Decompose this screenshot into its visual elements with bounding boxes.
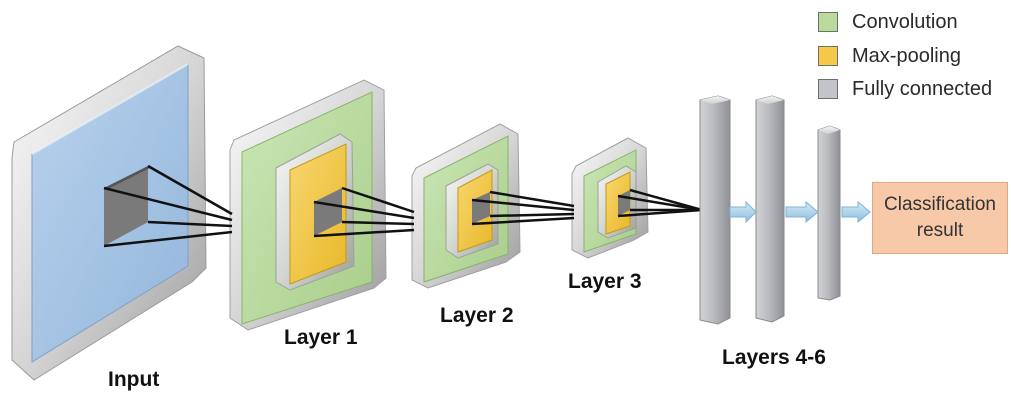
- caption-layers-4-6: Layers 4-6: [722, 346, 826, 369]
- classification-result-box: Classification result: [872, 182, 1008, 254]
- connections-input-to-layer1: [103, 164, 233, 248]
- fc-pillar-3: [817, 125, 841, 301]
- connections-layer3-to-fc: [617, 188, 703, 218]
- kernel-square-icon: [104, 166, 150, 246]
- legend-swatch-convolution: [818, 12, 838, 32]
- kernel-square-icon: [314, 188, 342, 236]
- result-label-line2: result: [916, 220, 964, 241]
- fc-pillar-1: [699, 95, 731, 325]
- legend-swatch-fully-connected: [818, 79, 838, 99]
- input-block: [11, 45, 207, 381]
- layer3-block: [571, 137, 649, 259]
- arrow-right-icon: [785, 200, 819, 224]
- arrow-right-icon: [841, 200, 871, 224]
- legend-item-convolution: Convolution: [818, 10, 958, 34]
- legend-label-maxpooling: Max-pooling: [852, 44, 961, 67]
- arrow-right-icon: [729, 200, 757, 224]
- caption-layer2: Layer 2: [440, 304, 514, 327]
- legend-label-fully-connected: Fully connected: [852, 77, 993, 100]
- legend-label-convolution: Convolution: [852, 10, 958, 33]
- legend-item-maxpooling: Max-pooling: [818, 44, 961, 68]
- connections-layer2-to-layer3: [471, 190, 575, 226]
- legend-item-fully-connected: Fully connected: [818, 77, 992, 101]
- layer1-block: [229, 79, 387, 331]
- legend-swatch-maxpooling: [818, 46, 838, 66]
- fc-pillar-2: [755, 95, 785, 323]
- caption-layer3: Layer 3: [568, 270, 642, 293]
- caption-input: Input: [108, 368, 160, 391]
- caption-layer1: Layer 1: [284, 326, 358, 349]
- result-label-line1: Classification: [884, 194, 996, 215]
- layer2-block: [411, 123, 521, 289]
- connections-layer1-to-layer2: [313, 186, 415, 238]
